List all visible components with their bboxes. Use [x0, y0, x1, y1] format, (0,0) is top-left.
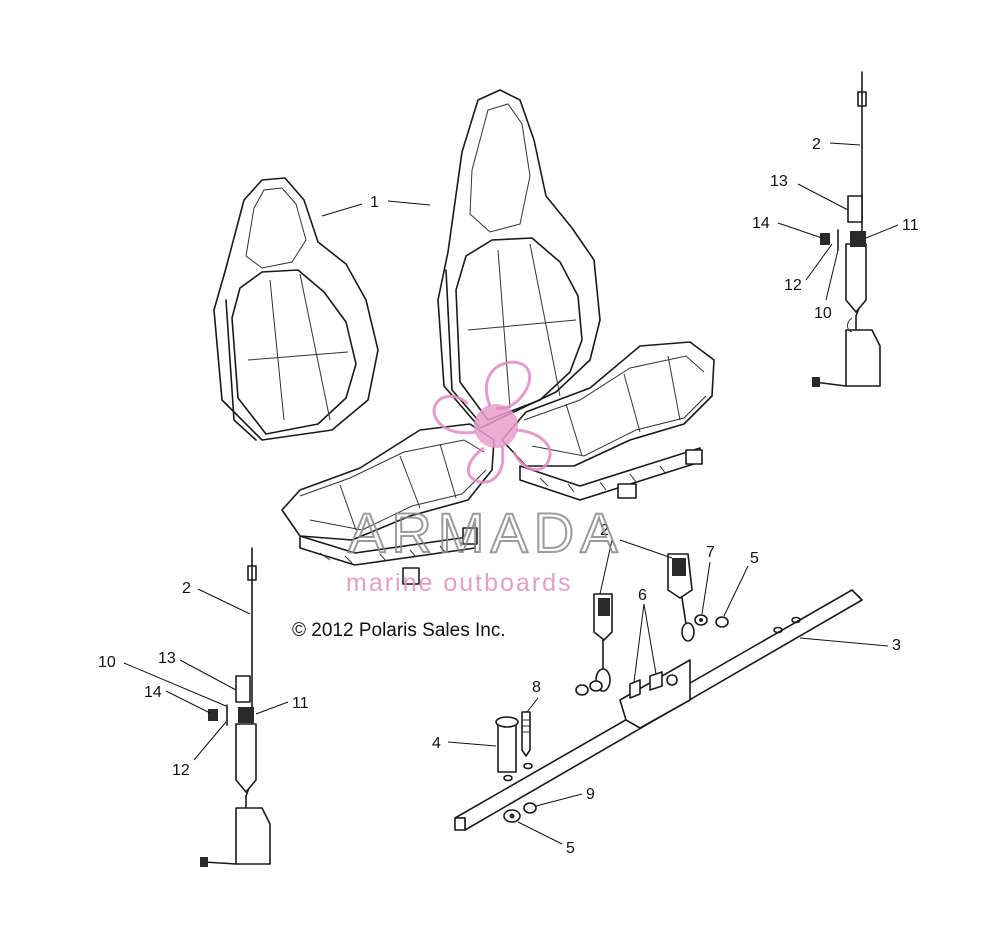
callout-14-top-right: 14 [752, 215, 770, 232]
cross-tube [454, 589, 863, 831]
callout-11-bottom-left: 11 [292, 695, 309, 712]
callout-12-bottom-left: 12 [172, 762, 190, 779]
copyright-notice: © 2012 Polaris Sales Inc. [292, 620, 506, 641]
watermark-name: ARMADA [348, 501, 624, 564]
callout-5-top: 5 [750, 550, 759, 567]
callout-3: 3 [892, 637, 901, 654]
callout-10-top-right: 10 [814, 305, 832, 322]
callout-2-top-right: 2 [812, 136, 821, 153]
callout-9: 9 [586, 786, 595, 803]
propeller-logo-icon [432, 360, 552, 484]
callout-8: 8 [532, 679, 541, 696]
belt-assembly-top-right [812, 71, 881, 387]
callout-5-bottom: 5 [566, 840, 575, 857]
callout-11-top-right: 11 [902, 217, 919, 234]
callout-6: 6 [638, 587, 647, 604]
watermark-tagline: marine outboards [346, 569, 573, 597]
callout-14-bottom-left: 14 [144, 684, 162, 701]
callout-10-bottom-left: 10 [98, 654, 116, 671]
callout-13-bottom-left: 13 [158, 650, 176, 667]
callout-7: 7 [706, 544, 715, 561]
callout-2-buckle: 2 [600, 522, 609, 539]
watermark: ARMADA marine outboards [346, 360, 624, 597]
callout-labels: 1 2 2 2 3 4 5 5 6 7 8 9 10 10 11 11 12 1… [98, 136, 919, 857]
callout-2-bottom-left: 2 [182, 580, 191, 597]
callout-12-top-right: 12 [784, 277, 802, 294]
callout-4: 4 [432, 735, 441, 752]
belt-assembly-bottom-left [200, 547, 271, 867]
hardware [495, 614, 729, 823]
callout-13-top-right: 13 [770, 173, 788, 190]
callout-1: 1 [370, 194, 379, 211]
leader-lines [123, 142, 899, 845]
right-seat [437, 89, 715, 501]
left-seat [213, 177, 495, 585]
